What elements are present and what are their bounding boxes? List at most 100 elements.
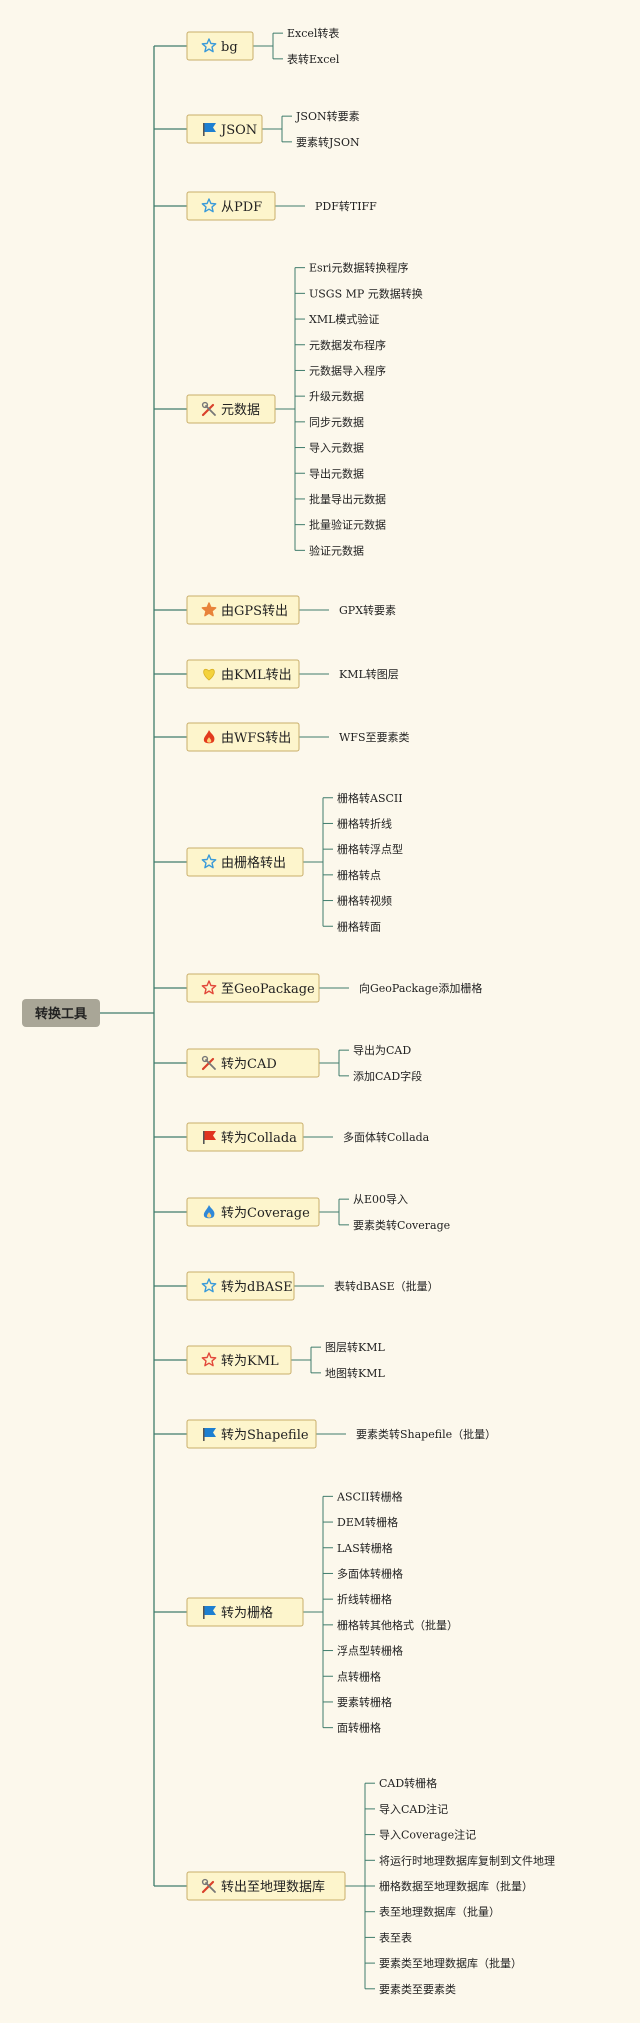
branch-topic-label: 至GeoPackage bbox=[221, 982, 315, 997]
leaf-topic[interactable]: 要素类至地理数据库（批量） bbox=[379, 1956, 522, 1970]
leaf-topic[interactable]: 添加CAD字段 bbox=[353, 1069, 422, 1083]
star-outline-icon bbox=[201, 980, 217, 995]
branch-topic-label: 转出至地理数据库 bbox=[221, 1879, 325, 1895]
branch-topic[interactable]: 由栅格转出 bbox=[186, 847, 304, 877]
leaf-topic[interactable]: 批量导出元数据 bbox=[309, 492, 386, 506]
leaf-topic[interactable]: 要素转JSON bbox=[296, 135, 360, 149]
leaf-topic[interactable]: 表转Excel bbox=[287, 52, 340, 66]
branch-topic[interactable]: 转出至地理数据库 bbox=[186, 1871, 346, 1901]
leaf-topic[interactable]: 图层转KML bbox=[325, 1340, 385, 1354]
leaf-topic[interactable]: 导入元数据 bbox=[309, 441, 364, 455]
branch-topic[interactable]: 转为KML bbox=[186, 1345, 292, 1375]
leaf-topic[interactable]: 浮点型转栅格 bbox=[337, 1644, 403, 1658]
leaf-topic[interactable]: 栅格转面 bbox=[337, 919, 381, 933]
leaf-topic[interactable]: PDF转TIFF bbox=[315, 199, 377, 213]
branch-topic[interactable]: 转为CAD bbox=[186, 1048, 320, 1078]
leaf-topic[interactable]: CAD转栅格 bbox=[379, 1776, 437, 1790]
leaf-topic[interactable]: 同步元数据 bbox=[309, 415, 364, 429]
leaf-topic[interactable]: Esri元数据转换程序 bbox=[309, 261, 408, 275]
leaf-topic[interactable]: LAS转栅格 bbox=[337, 1541, 393, 1555]
branch-topic-box bbox=[186, 1122, 304, 1152]
leaf-topic[interactable]: DEM转栅格 bbox=[337, 1515, 398, 1529]
leaf-topic[interactable]: 折线转栅格 bbox=[337, 1592, 392, 1606]
leaf-topic[interactable]: 栅格转其他格式（批量） bbox=[337, 1618, 458, 1632]
leaf-topic[interactable]: 表至地理数据库（批量） bbox=[379, 1905, 500, 1919]
leaf-topic[interactable]: 栅格转视频 bbox=[337, 894, 392, 908]
flag-icon bbox=[203, 1428, 216, 1441]
leaf-topic[interactable]: 表转dBASE（批量） bbox=[334, 1279, 439, 1293]
leaf-topic[interactable]: USGS MP 元数据转换 bbox=[309, 286, 423, 300]
branch-topic-label: 转为dBASE bbox=[221, 1280, 293, 1295]
branch-topic-label: 转为CAD bbox=[221, 1057, 277, 1072]
star-outline-icon bbox=[201, 38, 217, 53]
leaf-topic[interactable]: JSON转要素 bbox=[295, 109, 360, 123]
leaf-topic[interactable]: 验证元数据 bbox=[309, 543, 364, 557]
branch-topic[interactable]: 由GPS转出 bbox=[186, 595, 300, 625]
branch-topic-box bbox=[186, 31, 254, 61]
branch-topic[interactable]: 从PDF bbox=[186, 191, 276, 221]
branch-topic[interactable]: 转为栅格 bbox=[186, 1597, 304, 1627]
leaf-topic[interactable]: GPX转要素 bbox=[339, 603, 396, 617]
root-topic-box bbox=[22, 999, 100, 1027]
branch-topic[interactable]: 转为dBASE bbox=[186, 1271, 295, 1301]
leaf-topic[interactable]: 要素类至要素类 bbox=[379, 1982, 456, 1996]
leaf-topic[interactable]: 点转栅格 bbox=[337, 1669, 381, 1683]
branch-topic-label: 转为Shapefile bbox=[221, 1428, 309, 1443]
leaf-topic[interactable]: XML模式验证 bbox=[309, 312, 379, 326]
leaf-topic[interactable]: 向GeoPackage添加栅格 bbox=[359, 981, 482, 995]
branch-topic[interactable]: bg bbox=[186, 31, 254, 61]
leaf-topic[interactable]: 栅格转折线 bbox=[337, 816, 392, 830]
leaf-topic[interactable]: 将运行时地理数据库复制到文件地理 bbox=[379, 1853, 555, 1867]
leaf-topic[interactable]: 表至表 bbox=[379, 1930, 412, 1944]
branch-topic[interactable]: 转为Shapefile bbox=[186, 1419, 317, 1449]
leaf-topic[interactable]: WFS至要素类 bbox=[339, 730, 409, 744]
branch-topic[interactable]: 转为Collada bbox=[186, 1122, 304, 1152]
leaf-topic[interactable]: 元数据发布程序 bbox=[309, 338, 386, 352]
leaf-topic[interactable]: ASCII转栅格 bbox=[336, 1489, 403, 1503]
leaf-topic[interactable]: Excel转表 bbox=[287, 26, 339, 40]
branch-topic-label: 转为Collada bbox=[221, 1131, 297, 1146]
branch-topic-box bbox=[186, 847, 304, 877]
star-outline-icon bbox=[201, 198, 217, 213]
branch-topic-label: 由WFS转出 bbox=[221, 731, 291, 746]
branch-topic[interactable]: 元数据 bbox=[186, 394, 276, 424]
root-topic[interactable]: 转换工具 bbox=[22, 999, 100, 1027]
flame-icon bbox=[203, 730, 215, 744]
leaf-topic[interactable]: 批量验证元数据 bbox=[309, 518, 386, 532]
heart-icon bbox=[203, 668, 215, 681]
branch-topic-label: bg bbox=[221, 40, 238, 55]
leaf-topic[interactable]: 导出为CAD bbox=[353, 1043, 411, 1057]
leaf-topic[interactable]: 导出元数据 bbox=[309, 466, 364, 480]
leaf-topic[interactable]: 从E00导入 bbox=[353, 1193, 408, 1206]
branch-topic[interactable]: 至GeoPackage bbox=[186, 973, 320, 1003]
branch-topic-label: 转为栅格 bbox=[221, 1605, 273, 1621]
branch-topic[interactable]: 由KML转出 bbox=[186, 659, 300, 689]
leaf-topic[interactable]: 升级元数据 bbox=[309, 389, 364, 403]
leaf-topic[interactable]: 元数据导入程序 bbox=[309, 363, 386, 377]
branch-topic-label: 由栅格转出 bbox=[221, 855, 286, 871]
branch-topic-label: 转为KML bbox=[221, 1354, 279, 1369]
branch-topic-box bbox=[186, 114, 263, 144]
leaf-topic[interactable]: 多面体转栅格 bbox=[337, 1566, 403, 1580]
branch-topic[interactable]: 转为Coverage bbox=[186, 1197, 320, 1227]
leaf-topic[interactable]: 要素转栅格 bbox=[337, 1695, 392, 1709]
leaf-topic[interactable]: 导入CAD注记 bbox=[379, 1802, 448, 1816]
leaf-topic[interactable]: 地图转KML bbox=[325, 1366, 385, 1380]
leaf-topic[interactable]: KML转图层 bbox=[339, 667, 399, 681]
leaf-topic[interactable]: 面转栅格 bbox=[337, 1721, 381, 1735]
branch-topic-box bbox=[186, 1419, 317, 1449]
branch-topic-box bbox=[186, 973, 320, 1003]
leaf-topic[interactable]: 栅格转浮点型 bbox=[337, 842, 403, 856]
leaf-topic[interactable]: 多面体转Collada bbox=[343, 1130, 430, 1144]
leaf-topic[interactable]: 导入Coverage注记 bbox=[379, 1828, 476, 1842]
leaf-topic[interactable]: 要素类转Shapefile（批量） bbox=[356, 1427, 496, 1441]
leaf-topic[interactable]: 要素类转Coverage bbox=[353, 1218, 450, 1232]
leaf-topic[interactable]: 栅格转ASCII bbox=[337, 791, 403, 805]
branch-topic[interactable]: JSON bbox=[186, 114, 263, 144]
branch-topic-box bbox=[186, 1048, 320, 1078]
leaf-topic[interactable]: 栅格数据至地理数据库（批量） bbox=[379, 1879, 533, 1893]
tools-icon bbox=[201, 1055, 216, 1071]
branch-topic[interactable]: 由WFS转出 bbox=[186, 722, 300, 752]
leaf-topic[interactable]: 栅格转点 bbox=[337, 868, 381, 882]
